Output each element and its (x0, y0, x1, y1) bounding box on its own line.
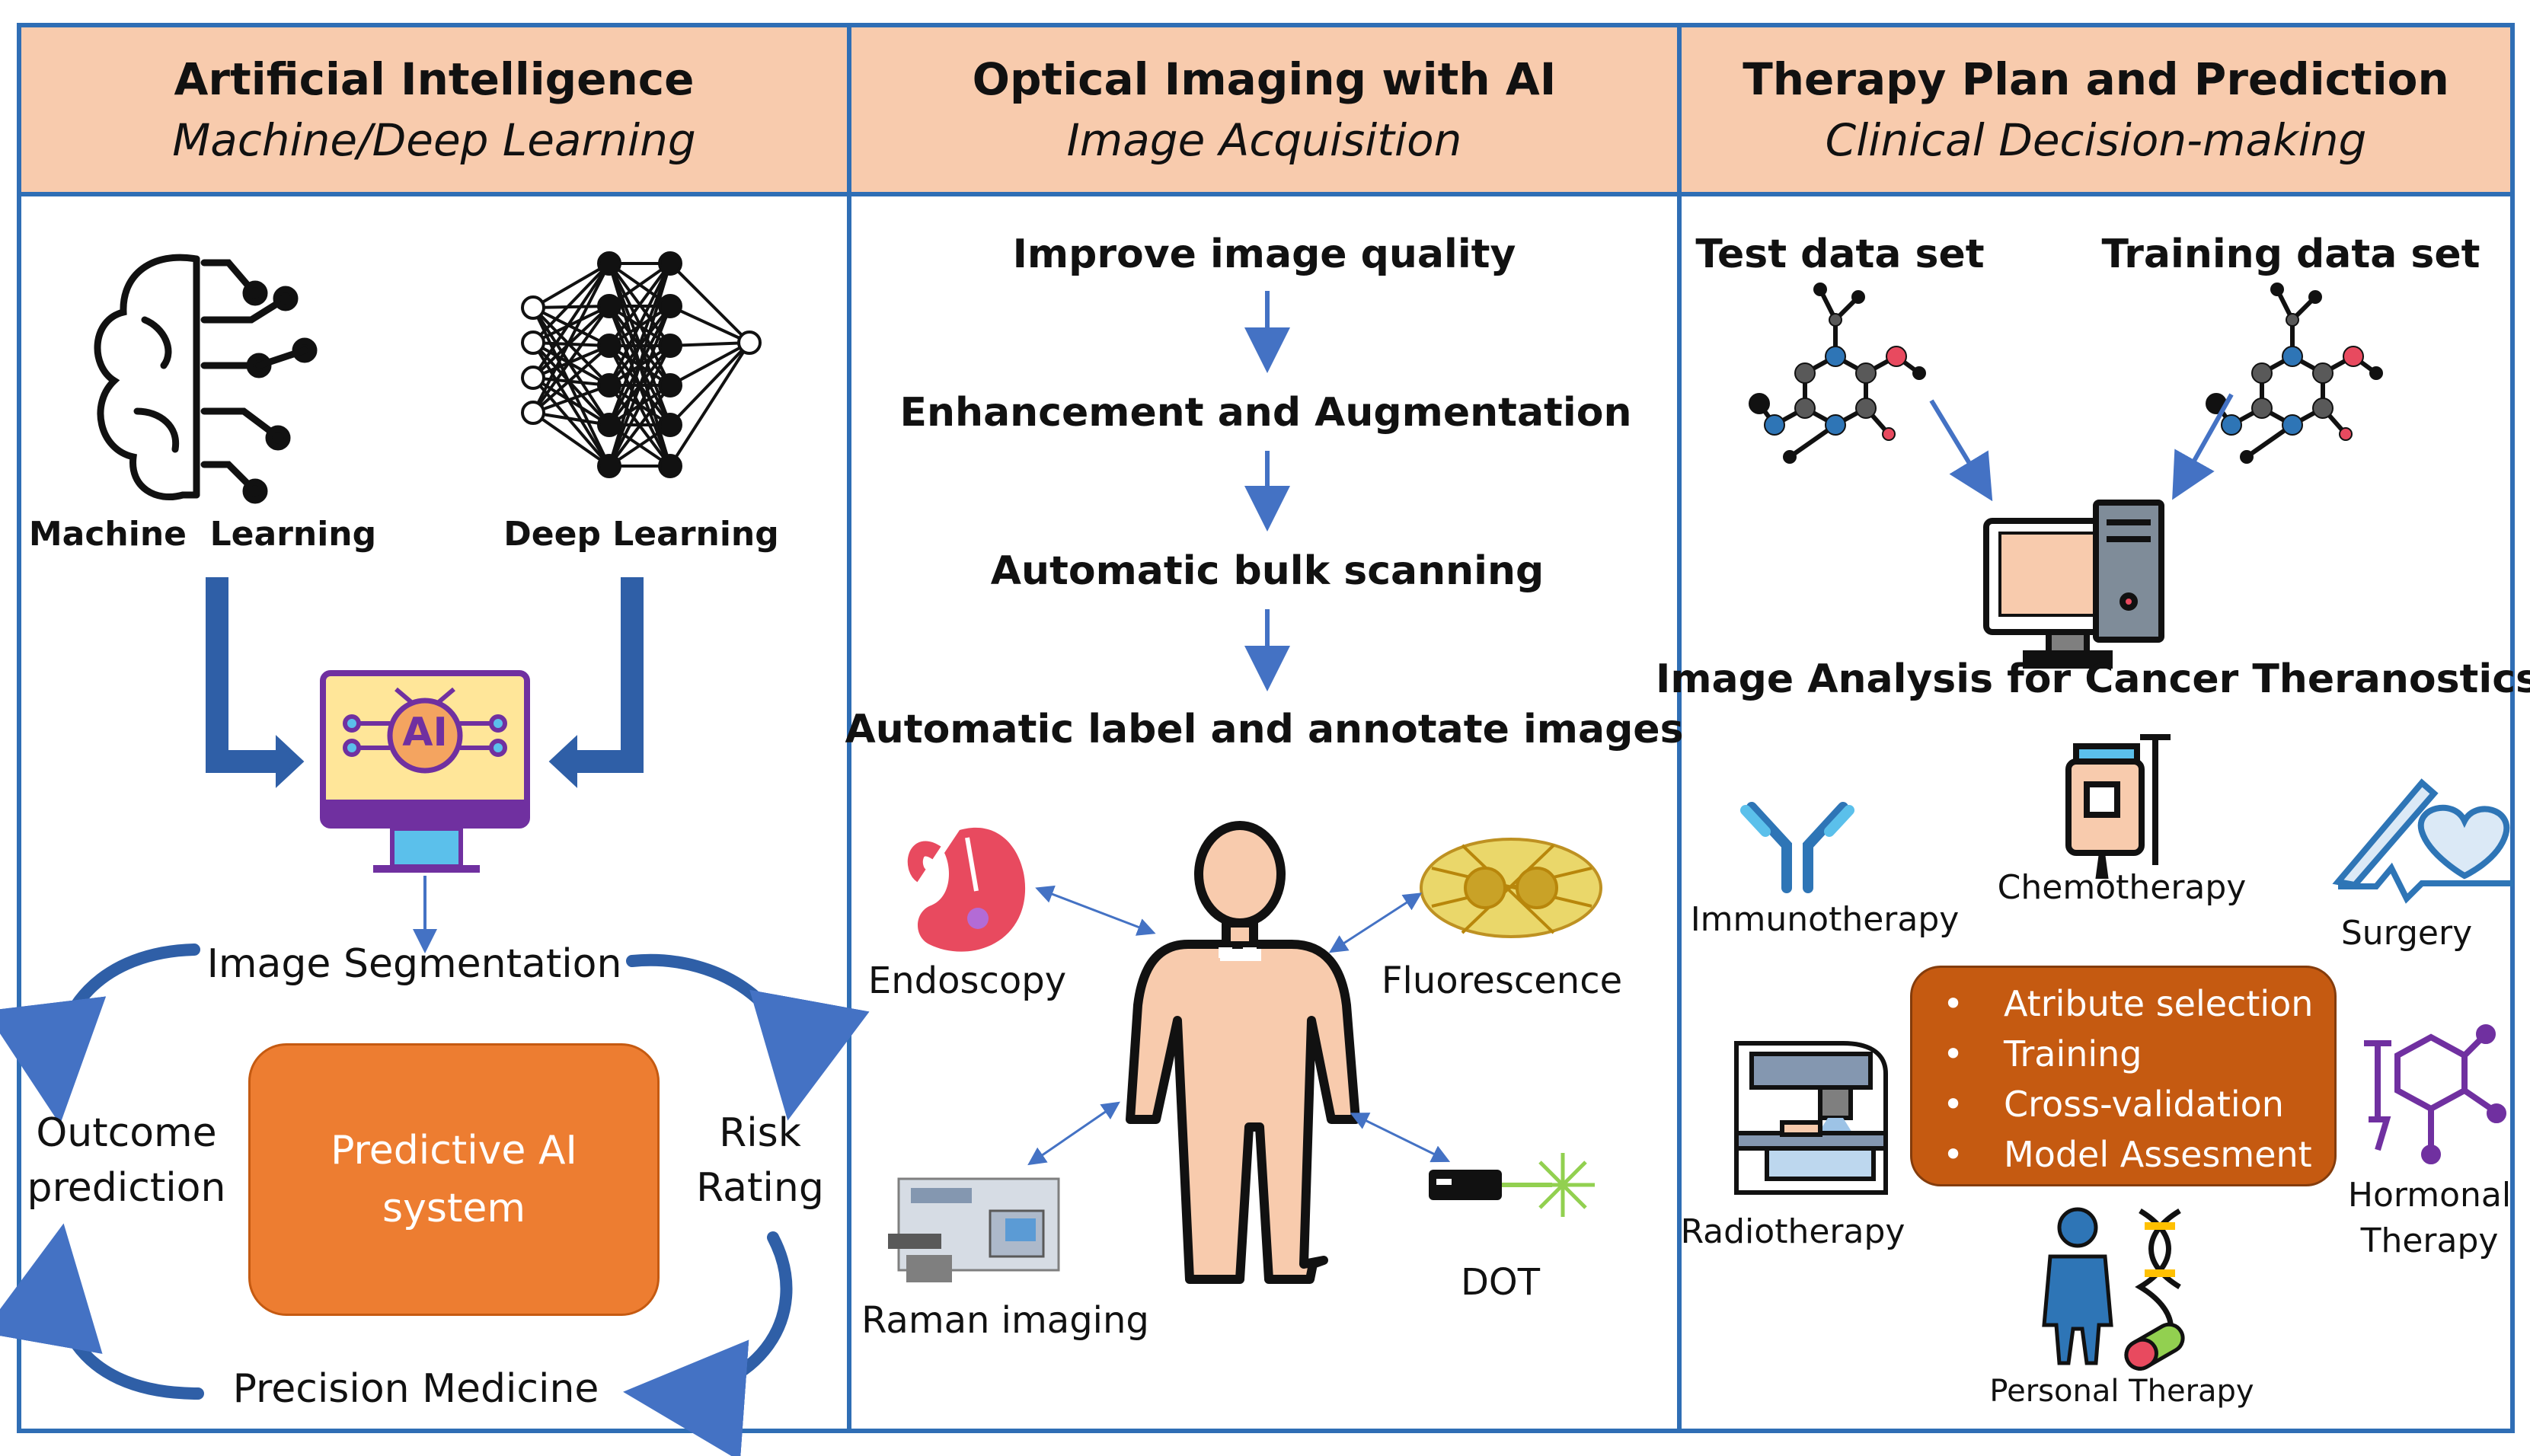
list-item: •Cross-validation (1943, 1084, 2284, 1125)
raman-instrument-icon (888, 1177, 1060, 1282)
molecule-icon (1749, 283, 1926, 464)
predictive-line2: system (382, 1186, 525, 1231)
ai-chip-text: AI (402, 710, 448, 755)
raman-label: Raman imaging (861, 1299, 1149, 1342)
hormonal-line1: Hormonal (2347, 1176, 2512, 1215)
outcome-line1: Outcome (36, 1110, 217, 1156)
immunotherapy-label: Immunotherapy (1690, 900, 1960, 939)
step-2-label: Enhancement and Augmentation (899, 390, 1632, 436)
dl-to-ai-arrow (571, 577, 644, 773)
outer-frame (17, 23, 2515, 1433)
step-3-label: Automatic bulk scanning (990, 548, 1545, 594)
column-title: Therapy Plan and Prediction (1743, 53, 2449, 105)
neural-network-icon (521, 251, 762, 478)
brain-circuit-icon (94, 254, 318, 504)
column-subtitle: Machine/Deep Learning (172, 114, 696, 166)
predictive-line1: Predictive AI (331, 1128, 577, 1173)
hormonal-line2: Therapy (2360, 1221, 2499, 1260)
column-subtitle: Clinical Decision-making (1825, 114, 2367, 166)
image-segmentation-label: Image Segmentation (206, 941, 622, 987)
fluorescence-label: Fluorescence (1381, 959, 1623, 1002)
ai-monitor-icon (320, 670, 530, 873)
dot-label: DOT (1460, 1261, 1541, 1304)
list-item: •Training (1943, 1033, 2142, 1074)
surgery-label: Surgery (2340, 914, 2473, 953)
chemotherapy-label: Chemotherapy (1997, 868, 2247, 907)
antibody-icon (1740, 802, 1854, 893)
header-therapy: Therapy Plan and Prediction Clinical Dec… (1682, 27, 2510, 192)
header-imaging: Optical Imaging with AI Image Acquisitio… (851, 27, 1677, 192)
ml-label: Machine Learning (28, 515, 377, 554)
risk-rating-label: Risk Rating (696, 1106, 824, 1215)
list-item-text: Cross-validation (2004, 1084, 2284, 1125)
laser-pointer-icon (1429, 1153, 1595, 1217)
list-item-text: Atribute selection (2004, 983, 2314, 1024)
precision-medicine-label: Precision Medicine (232, 1366, 599, 1412)
outcome-prediction-label: Outcome prediction (27, 1106, 226, 1215)
hormone-molecule-icon (2364, 1024, 2506, 1164)
model-steps-list: •Atribute selection •Training •Cross-val… (1943, 979, 2334, 1180)
computer-icon (1983, 500, 2164, 669)
dataset-arrows (1929, 393, 2234, 502)
model-steps-box: •Atribute selection •Training •Cross-val… (1910, 966, 2337, 1186)
image-analysis-label: Image Analysis for Cancer Theranostics (1656, 656, 2530, 702)
dl-label: Deep Learning (503, 515, 779, 554)
fluorescence-protein-icon (1420, 838, 1602, 938)
outcome-line2: prediction (27, 1165, 226, 1211)
column-title: Artificial Intelligence (174, 53, 695, 105)
radiotherapy-label: Radiotherapy (1680, 1212, 1905, 1251)
cycle-arrows (0, 944, 870, 1456)
list-item-text: Model Assesment (2004, 1134, 2312, 1175)
iv-drip-icon (2065, 734, 2171, 879)
training-data-label: Training data set (2101, 231, 2480, 277)
human-body-icon (1126, 821, 1360, 1284)
modality-arrows (1027, 885, 1451, 1166)
step-1-label: Improve image quality (1012, 231, 1516, 277)
test-data-label: Test data set (1695, 231, 1985, 277)
step-4-label: Automatic label and annotate images (845, 707, 1684, 752)
header-ai: Artificial Intelligence Machine/Deep Lea… (21, 27, 847, 192)
list-item-text: Training (2004, 1033, 2142, 1074)
predictive-ai-system-box: Predictive AI system (248, 1043, 660, 1316)
stomach-icon (907, 827, 1026, 952)
person-dna-pill-icon (2042, 1207, 2185, 1371)
endoscopy-label: Endoscopy (867, 959, 1067, 1002)
molecule-icon (2206, 283, 2383, 464)
personal-therapy-label: Personal Therapy (1989, 1374, 2254, 1409)
radiotherapy-machine-icon (1734, 1041, 1888, 1195)
divider-1 (847, 23, 851, 1433)
list-item: •Atribute selection (1943, 983, 2314, 1024)
scalpel-heart-icon (2332, 778, 2513, 904)
column-subtitle: Image Acquisition (1066, 114, 1462, 166)
column-title: Optical Imaging with AI (972, 53, 1557, 105)
risk-line1: Risk (719, 1110, 801, 1156)
ml-to-ai-arrow (206, 577, 282, 773)
header-divider (17, 192, 2515, 196)
list-item: •Model Assesment (1943, 1134, 2312, 1175)
divider-2 (1677, 23, 1682, 1433)
hormonal-therapy-label: Hormonal Therapy (2348, 1173, 2511, 1264)
risk-line2: Rating (696, 1165, 824, 1211)
